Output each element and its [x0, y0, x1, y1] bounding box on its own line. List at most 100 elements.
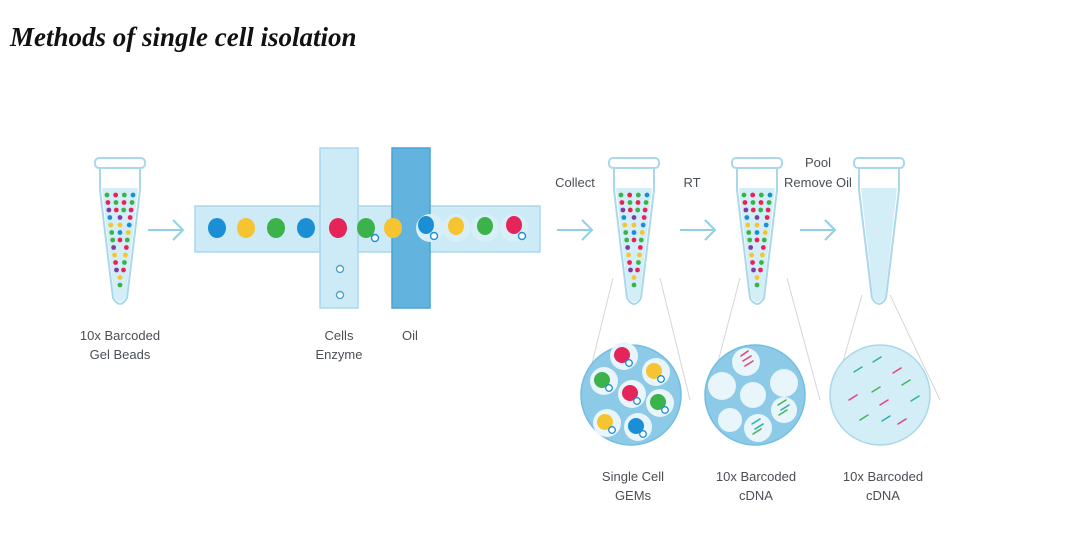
tube-bead	[121, 267, 126, 273]
tube-bead	[637, 252, 642, 258]
page-title: Methods of single cell isolation	[10, 22, 357, 52]
tube-bead	[117, 215, 123, 220]
tube-bead	[635, 200, 641, 205]
remove-oil-label: Remove Oil	[784, 175, 852, 190]
channel-bead	[208, 218, 226, 238]
tube-bead	[638, 237, 644, 243]
rt-label: RT	[683, 175, 700, 190]
arrow-right-icon	[800, 219, 837, 241]
tube-bead	[754, 215, 760, 220]
tube-bead	[127, 215, 133, 220]
tube-bead	[117, 282, 123, 288]
gel-beads-tube	[94, 157, 146, 305]
tube-bead	[746, 230, 752, 235]
tube-bead	[754, 275, 760, 280]
tube-bead	[627, 207, 633, 213]
tube-bead	[109, 230, 115, 235]
tube-cap	[608, 157, 660, 169]
enzyme-label: Enzyme	[316, 347, 363, 362]
channel-bead	[477, 217, 493, 235]
tube-bead	[765, 207, 771, 213]
channel-bead	[418, 216, 434, 234]
gel-beads-label-line1: 10x Barcoded	[80, 328, 160, 343]
tube-bead	[125, 230, 131, 235]
tube-bead	[619, 200, 625, 205]
channel-bead	[329, 218, 347, 238]
tube-bead	[635, 267, 640, 273]
gem-bead	[597, 414, 613, 430]
tube-bead	[741, 192, 747, 198]
tube-bead	[761, 237, 767, 243]
tube-bead	[121, 207, 127, 213]
tube-bead	[758, 207, 764, 213]
gem-cell	[633, 397, 641, 405]
tube-bead	[754, 230, 760, 235]
tube-bead	[117, 275, 123, 280]
tube-bead	[749, 252, 754, 258]
tube-bead	[121, 192, 127, 198]
tube-bead	[620, 207, 626, 213]
gems-label-line1: Single Cell	[602, 469, 664, 484]
tube-bead	[106, 207, 112, 213]
tube-bead	[760, 252, 765, 258]
tube-bead	[113, 260, 118, 265]
gem-bead	[650, 394, 666, 410]
collect-label: Collect	[555, 175, 595, 190]
gem-bead	[594, 372, 610, 388]
channel-bead	[384, 218, 402, 238]
tube-bead	[624, 237, 630, 243]
tube-bead	[626, 252, 631, 258]
arrow-right-icon	[680, 219, 717, 241]
gems-label-line2: GEMs	[615, 488, 652, 503]
tube-bead	[750, 192, 756, 198]
tube-bead	[754, 222, 760, 228]
cdna-a-label-line1: 10x Barcoded	[716, 469, 796, 484]
tube-bead	[747, 237, 753, 243]
tube-bead	[764, 215, 770, 220]
oil-label: Oil	[402, 328, 418, 343]
tube-bead	[762, 230, 768, 235]
gem-cell	[625, 359, 633, 367]
tube-bead	[107, 215, 113, 220]
tube-bead	[126, 222, 132, 228]
channel-bead	[357, 218, 375, 238]
tube-bead	[631, 275, 637, 280]
tube-bead	[631, 215, 637, 220]
tube-bead	[643, 200, 649, 205]
tube-bead	[635, 207, 641, 213]
tube-bead	[627, 192, 633, 198]
tube-bead	[123, 245, 129, 250]
channel-bead	[506, 216, 522, 234]
tube-bead	[128, 207, 134, 213]
tube-bead	[114, 267, 119, 273]
tube-bead	[122, 260, 127, 265]
tube-bead	[631, 282, 637, 288]
gem-cell	[605, 384, 613, 392]
tube-bead	[766, 200, 772, 205]
gel-beads-label-line2: Gel Beads	[90, 347, 151, 362]
tube-bead	[618, 192, 624, 198]
tube-bead	[129, 200, 135, 205]
pooled-cdna-zoom-circle	[829, 344, 931, 446]
gem-cell	[639, 430, 647, 438]
tube-bead	[759, 260, 764, 265]
tube-bead	[108, 222, 114, 228]
tube-bead	[130, 192, 136, 198]
tube-bead	[631, 230, 637, 235]
tube-bead	[636, 260, 641, 265]
tube-bead	[117, 230, 123, 235]
tube-bead	[758, 267, 763, 273]
tube-bead	[631, 222, 637, 228]
tube-bead	[642, 207, 648, 213]
channel-bead	[237, 218, 255, 238]
tube-bead	[625, 245, 631, 250]
tube-bead	[767, 192, 773, 198]
tube-cap	[853, 157, 905, 169]
tube-bead	[623, 230, 629, 235]
tube-bead	[123, 252, 128, 258]
tube-bead	[631, 237, 637, 243]
cdna-b-label-line1: 10x Barcoded	[843, 469, 923, 484]
tube-bead	[635, 192, 641, 198]
tube-bead	[750, 200, 756, 205]
tube-bead	[111, 245, 117, 250]
